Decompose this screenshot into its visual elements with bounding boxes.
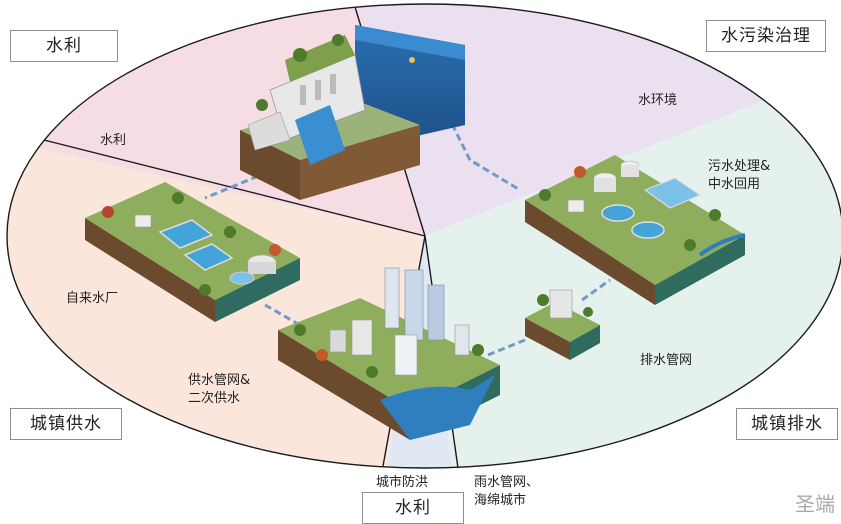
category-water-conservancy-top: 水利: [10, 30, 118, 62]
label-flood-control: 城市防洪: [376, 475, 429, 490]
label-supply-network-2: 二次供水: [188, 391, 241, 406]
watermark: 圣端: [795, 492, 835, 516]
category-urban-supply: 城镇供水: [10, 408, 122, 440]
sewage-plant-illustration: [525, 155, 746, 305]
waterworks-illustration: [85, 182, 300, 322]
category-urban-drainage: 城镇排水: [736, 408, 838, 440]
label-sponge-city: 海绵城市: [474, 493, 527, 508]
outer-ellipse: [6, 3, 841, 469]
label-drainage-network: 排水管网: [640, 353, 693, 368]
label-water-conservancy: 水利: [100, 133, 127, 148]
category-water-pollution: 水污染治理: [706, 20, 826, 52]
label-sewage-treatment-2: 中水回用: [708, 177, 761, 192]
label-supply-network-1: 供水管网&: [188, 373, 251, 388]
label-rain-network: 雨水管网、: [474, 475, 540, 490]
label-water-environment: 水环境: [638, 93, 678, 108]
pump-station-illustration: [525, 289, 600, 360]
city-illustration: [278, 267, 500, 440]
category-water-conservancy-bottom: 水利: [362, 492, 464, 524]
label-sewage-treatment-1: 污水处理&: [708, 159, 771, 174]
dam-reservoir-illustration: [240, 25, 465, 200]
label-waterworks: 自来水厂: [66, 291, 119, 306]
